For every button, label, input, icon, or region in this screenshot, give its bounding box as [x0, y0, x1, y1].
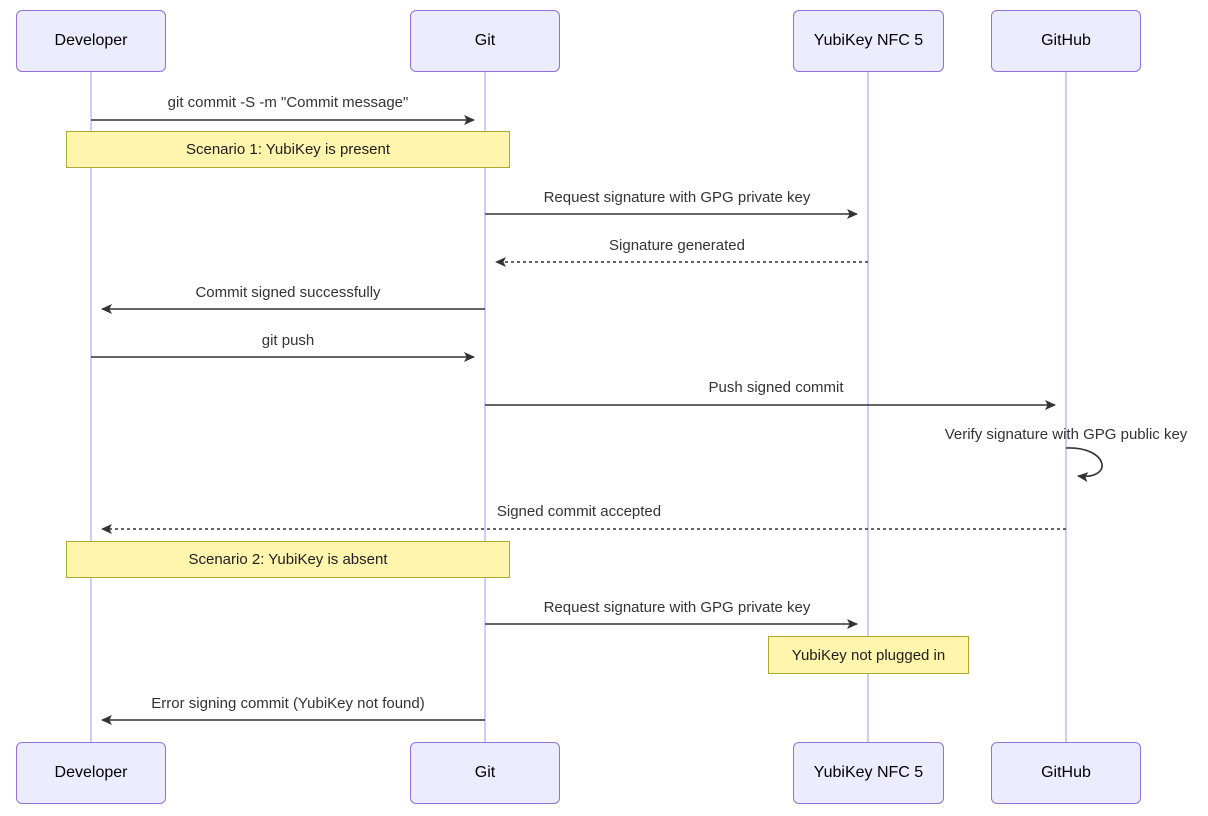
note-scenario-2[interactable]: Scenario 2: YubiKey is absent [66, 541, 510, 578]
participant-label: Developer [54, 764, 128, 781]
message-loop-m7 [1065, 447, 1103, 483]
message-label-m8: Signed commit accepted [496, 503, 662, 520]
participant-yubikey-top[interactable]: YubiKey NFC 5 [793, 10, 944, 72]
note-yubikey-not-plugged-in[interactable]: YubiKey not plugged in [768, 636, 969, 674]
message-label-m6: Push signed commit [708, 379, 844, 396]
message-label-m7: Verify signature with GPG public key [944, 426, 1188, 443]
participant-git-top[interactable]: Git [410, 10, 560, 72]
message-label-m4: Commit signed successfully [195, 284, 381, 301]
participant-label: Git [474, 32, 496, 49]
participant-developer-bottom[interactable]: Developer [16, 742, 166, 804]
note-label: YubiKey not plugged in [791, 646, 946, 664]
participant-label: GitHub [1041, 764, 1091, 781]
message-label-m3: Signature generated [609, 237, 745, 254]
participant-yubikey-bottom[interactable]: YubiKey NFC 5 [793, 742, 944, 804]
message-label-m10: Error signing commit (YubiKey not found) [151, 695, 425, 712]
note-label: Scenario 2: YubiKey is absent [188, 551, 388, 568]
participant-label: Git [474, 764, 496, 781]
message-label-m1: git commit -S -m "Commit message" [167, 94, 409, 111]
participant-label: Developer [54, 32, 128, 49]
message-arrows [91, 115, 1103, 725]
lifelines [90, 72, 1067, 742]
participant-developer-top[interactable]: Developer [16, 10, 166, 72]
message-label-m9: Request signature with GPG private key [543, 599, 811, 616]
participant-label: YubiKey NFC 5 [813, 764, 924, 781]
participant-label: GitHub [1041, 32, 1091, 49]
note-label: Scenario 1: YubiKey is present [185, 141, 391, 158]
note-scenario-1[interactable]: Scenario 1: YubiKey is present [66, 131, 510, 168]
participant-git-bottom[interactable]: Git [410, 742, 560, 804]
participant-label: YubiKey NFC 5 [813, 32, 924, 49]
participant-github-top[interactable]: GitHub [991, 10, 1141, 72]
message-label-m5: git push [261, 332, 315, 349]
message-label-m2: Request signature with GPG private key [543, 189, 811, 206]
participant-github-bottom[interactable]: GitHub [991, 742, 1141, 804]
